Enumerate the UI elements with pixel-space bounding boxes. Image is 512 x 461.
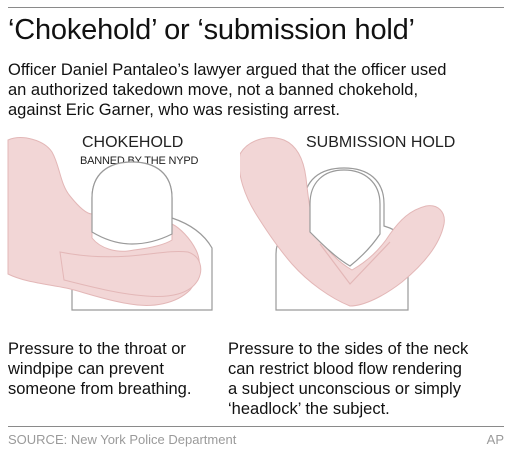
- officer-arm: [240, 137, 445, 307]
- caption-line: can restrict blood flow rendering: [228, 360, 462, 378]
- forearm-across-throat: [59, 251, 202, 297]
- submission-hold-heading: SUBMISSION HOLD: [306, 134, 456, 151]
- caption-line: ‘headlock’ the subject.: [228, 400, 390, 418]
- elbow-crease: [319, 241, 391, 285]
- footer: SOURCE: New York Police Department AP: [8, 432, 504, 448]
- source-line: SOURCE: New York Police Department: [8, 432, 237, 447]
- credit-line: AP: [486, 432, 504, 447]
- subject-head: [91, 161, 173, 245]
- intro-text: Officer Daniel Pantaleo’s lawyer argued …: [8, 60, 504, 120]
- intro-line: an authorized takedown move, not a banne…: [8, 81, 419, 99]
- caption-line: someone from breathing.: [8, 380, 192, 398]
- chokehold-caption: Pressure to the throat or windpipe can p…: [8, 339, 191, 399]
- caption-line: windpipe can prevent: [8, 360, 164, 378]
- caption-line: Pressure to the sides of the neck: [228, 340, 469, 358]
- chokehold-heading: CHOKEHOLD: [82, 134, 184, 151]
- chokehold-illustration: [7, 137, 213, 311]
- intro-line: against Eric Garner, who was resisting a…: [8, 101, 340, 119]
- subject-head: [309, 169, 381, 267]
- intro-line: Officer Daniel Pantaleo’s lawyer argued …: [8, 61, 447, 79]
- top-rule: [8, 7, 504, 8]
- submission-hold-caption: Pressure to the sides of the neck can re…: [228, 339, 468, 419]
- page-title: ‘Chokehold’ or ‘submission hold’: [8, 14, 415, 46]
- submission-hold-illustration: [240, 137, 445, 311]
- chokehold-subheading: BANNED BY THE NYPD: [80, 155, 199, 167]
- bottom-rule: [8, 426, 504, 427]
- caption-line: a subject unconscious or simply: [228, 380, 461, 398]
- caption-line: Pressure to the throat or: [8, 340, 186, 358]
